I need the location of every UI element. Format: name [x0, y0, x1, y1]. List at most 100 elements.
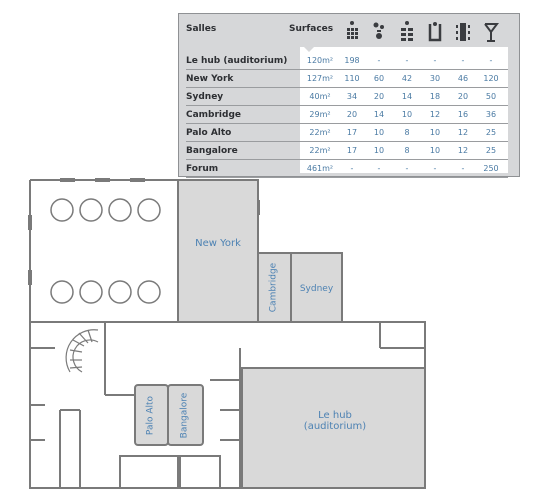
capacity-cell: 18	[429, 92, 441, 101]
capacity-cell: 20	[457, 92, 469, 101]
capacity-cell: 250	[483, 164, 499, 173]
capacity-cell: 14	[373, 110, 385, 119]
capacity-cell: -	[433, 164, 437, 173]
capacity-cell: 50	[485, 92, 497, 101]
capacity-table: Salles Surfaces Le hub (auditorium) 120m²…	[178, 13, 520, 178]
capacity-cell: 8	[404, 128, 410, 137]
row-divider	[186, 87, 508, 88]
capacity-cell: 16	[457, 110, 469, 119]
capacity-cell: -	[489, 56, 493, 65]
capacity-cell: 10	[373, 146, 385, 155]
row-divider	[186, 69, 508, 70]
room-bangalore	[167, 384, 204, 446]
round-table	[108, 198, 132, 222]
capacity-cell: 110	[344, 74, 360, 83]
capacity-cell: 42	[401, 74, 413, 83]
round-table	[108, 280, 132, 304]
capacity-cell: -	[350, 164, 354, 173]
spiral-staircase	[65, 329, 99, 373]
capacity-cell: 12	[457, 128, 469, 137]
round-table	[79, 198, 103, 222]
capacity-cell: 8	[404, 146, 410, 155]
capacity-cell: 34	[346, 92, 358, 101]
row-divider	[186, 105, 508, 106]
room-area: 22m²	[309, 146, 331, 155]
capacity-cell: 14	[401, 92, 413, 101]
round-table	[50, 280, 74, 304]
label-hub: Le hub (auditorium)	[280, 410, 390, 432]
room-area: 22m²	[309, 128, 331, 137]
capacity-cell: 12	[429, 110, 441, 119]
capacity-cell: 30	[429, 74, 441, 83]
row-divider	[186, 141, 508, 142]
capacity-cell: 20	[373, 92, 385, 101]
row-divider	[186, 159, 508, 160]
theatre-icon	[347, 21, 358, 39]
room-area: 40m²	[309, 92, 331, 101]
table-row: Palo Alto 22m² 17 10 8 10 12 25	[186, 124, 508, 142]
round-table	[137, 280, 161, 304]
capacity-cell: 25	[485, 128, 497, 137]
table-row: Le hub (auditorium) 120m² 198 - - - - -	[186, 52, 508, 70]
capacity-cell: 46	[457, 74, 469, 83]
header-notch	[302, 45, 316, 52]
boardroom-icon	[456, 23, 470, 41]
classroom-icon	[401, 21, 413, 41]
capacity-cell: 36	[485, 110, 497, 119]
header-rooms: Salles	[186, 24, 217, 34]
label-bangalore: Bangalore	[179, 392, 190, 439]
room-name: Bangalore	[186, 146, 238, 156]
capacity-cell: -	[405, 56, 409, 65]
row-divider	[186, 177, 508, 178]
room-new-york	[177, 179, 259, 323]
capacity-cell: 10	[373, 128, 385, 137]
round-table	[50, 198, 74, 222]
capacity-cell: 17	[346, 128, 358, 137]
room-name: Le hub (auditorium)	[186, 56, 288, 66]
table-row: Bangalore 22m² 17 10 8 10 12 25	[186, 142, 508, 160]
capacity-cell: -	[461, 164, 465, 173]
room-area: 127m²	[306, 74, 334, 83]
label-hub-line1: Le hub	[318, 410, 352, 421]
capacity-cell: -	[405, 164, 409, 173]
round-table	[79, 280, 103, 304]
capacity-cell: 20	[346, 110, 358, 119]
capacity-cell: 25	[485, 146, 497, 155]
label-sydney: Sydney	[299, 284, 334, 294]
label-cambridge: Cambridge	[268, 262, 279, 313]
table-row: New York 127m² 110 60 42 30 46 120	[186, 70, 508, 88]
room-name: Palo Alto	[186, 128, 232, 138]
capacity-cell: 10	[429, 128, 441, 137]
table-row: Forum 461m² - - - - - 250	[186, 160, 508, 178]
capacity-cell: 10	[429, 146, 441, 155]
label-hub-line2: (auditorium)	[303, 421, 367, 432]
room-name: Forum	[186, 164, 219, 174]
capacity-cell: 17	[346, 146, 358, 155]
capacity-cell: 120	[483, 74, 499, 83]
capacity-cell: 12	[457, 146, 469, 155]
cabaret-icon	[373, 22, 384, 39]
header-area: Surfaces	[289, 24, 334, 34]
round-table	[137, 198, 161, 222]
capacity-cell: -	[377, 164, 381, 173]
room-sydney	[290, 252, 343, 323]
room-area: 461m²	[306, 164, 334, 173]
capacity-cell: -	[377, 56, 381, 65]
room-hub	[241, 367, 426, 489]
room-name: Cambridge	[186, 110, 242, 120]
values-column-bg	[300, 47, 508, 173]
u-shape-icon	[428, 22, 442, 42]
label-palo-alto: Palo Alto	[145, 395, 156, 436]
capacity-cell: -	[461, 56, 465, 65]
label-new-york: New York	[195, 238, 241, 249]
capacity-cell: 10	[401, 110, 413, 119]
capacity-cell: 198	[344, 56, 360, 65]
room-area: 29m²	[309, 110, 331, 119]
capacity-cell: 60	[373, 74, 385, 83]
room-area: 120m²	[306, 56, 334, 65]
room-name: New York	[186, 74, 234, 84]
capacity-cell: -	[433, 56, 437, 65]
table-row: Cambridge 29m² 20 14 10 12 16 36	[186, 106, 508, 124]
